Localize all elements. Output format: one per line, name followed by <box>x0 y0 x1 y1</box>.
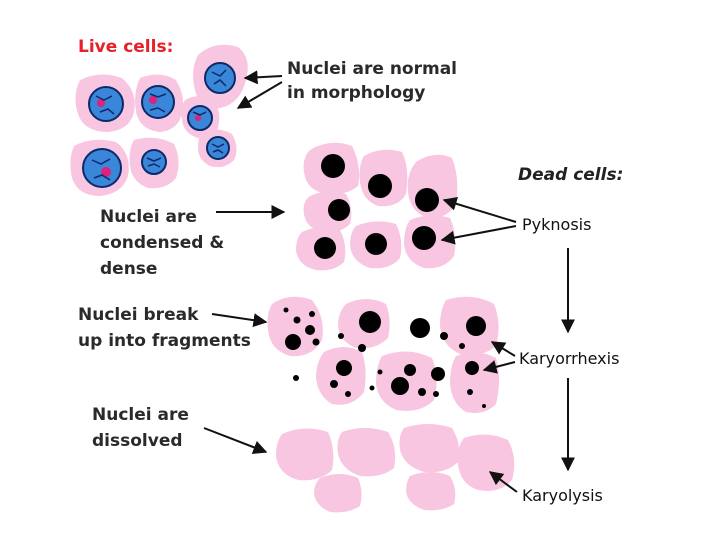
nuclear-fragment <box>338 333 344 339</box>
arrow-pyknosis-lower <box>440 225 517 245</box>
nuclear-fragment <box>467 389 473 395</box>
live-cells-group <box>70 44 248 196</box>
normal-morphology-label-line2: in morphology <box>287 83 425 103</box>
nuclear-fragment <box>305 325 315 335</box>
nuclear-fragment <box>431 367 445 381</box>
condensed-label-line2: condensed & <box>100 233 224 253</box>
pyknosis-term: Pyknosis <box>522 215 591 234</box>
pyknosis-cells-group <box>296 142 458 271</box>
arrow-karyolysis <box>488 471 518 493</box>
dissolved-cell <box>276 428 334 481</box>
nuclear-fragment <box>359 311 381 333</box>
nuclear-fragment <box>285 334 301 350</box>
nuclear-fragment <box>369 385 375 391</box>
fragments-label-line2: up into fragments <box>78 331 251 351</box>
dead-cells-title: Dead cells: <box>518 165 623 185</box>
nuclear-fragment <box>410 318 430 338</box>
live-nucleus <box>82 148 122 188</box>
karyorrhexis-cells-group <box>267 296 499 413</box>
nuclear-fragment <box>482 404 486 408</box>
nuclear-fragment <box>377 369 383 375</box>
dissolved-cell <box>457 434 515 491</box>
live-nucleus <box>88 86 124 122</box>
fragments-label-line1: Nuclei break <box>78 305 199 325</box>
arrow-pyknosis-upper <box>442 196 517 223</box>
live-nucleus <box>141 85 175 119</box>
live-cells-title: Live cells: <box>78 37 173 57</box>
arrow-fragments <box>211 313 268 328</box>
arrow-karyorrhexis-lower <box>482 360 516 374</box>
fragmenting-cell <box>267 296 323 357</box>
dissolved-cell <box>337 428 396 477</box>
nuclear-fragment <box>330 380 338 388</box>
karyolysis-cells-group <box>276 424 515 513</box>
pyknotic-nucleus <box>328 199 350 221</box>
dissolved-label-line2: dissolved <box>92 431 183 451</box>
nuclear-fragment <box>312 338 320 346</box>
nuclear-fragment <box>345 391 351 397</box>
arrow-dissolved <box>203 427 268 454</box>
nuclear-fragment <box>418 388 426 396</box>
condensed-label-line3: dense <box>100 259 157 279</box>
dissolved-cell <box>314 474 362 513</box>
pyknotic-nucleus <box>415 188 439 212</box>
pyknotic-nucleus <box>365 233 387 255</box>
dissolved-cell <box>406 472 456 511</box>
pyknotic-nucleus <box>368 174 392 198</box>
arrow-normal-upper <box>243 70 283 85</box>
nuclear-fragment <box>433 391 439 397</box>
condensed-label-line1: Nuclei are <box>100 207 197 227</box>
nuclear-fragment <box>358 344 366 352</box>
nuclear-fragment <box>465 361 479 375</box>
nuclear-fragment <box>293 375 299 381</box>
nuclear-fragment <box>336 360 352 376</box>
dissolved-label-line1: Nuclei are <box>92 405 189 425</box>
nuclear-fragment <box>404 364 416 376</box>
nuclear-fragment <box>309 311 315 317</box>
nuclear-fragment <box>440 332 448 340</box>
normal-morphology-label-line1: Nuclei are normal <box>287 59 457 79</box>
arrow-normal-lower <box>236 81 283 109</box>
nuclear-fragment <box>391 377 409 395</box>
pyknotic-nucleus <box>412 226 436 250</box>
pyknotic-nucleus <box>314 237 336 259</box>
nuclear-fragment <box>283 307 289 313</box>
karyorrhexis-term: Karyorrhexis <box>519 349 619 368</box>
nuclear-fragment <box>466 316 486 336</box>
karyolysis-term: Karyolysis <box>522 486 603 505</box>
pyknotic-nucleus <box>321 154 345 178</box>
live-nucleus <box>187 105 213 131</box>
arrow-karyorrhexis-upper <box>490 341 516 357</box>
nuclear-fragment <box>459 343 465 349</box>
live-nucleus <box>204 62 236 94</box>
live-nucleus <box>141 149 167 175</box>
nuclear-fragment <box>293 316 301 324</box>
dissolved-cell <box>399 424 460 473</box>
fragmenting-cell <box>316 347 366 405</box>
live-nucleus <box>206 136 230 160</box>
